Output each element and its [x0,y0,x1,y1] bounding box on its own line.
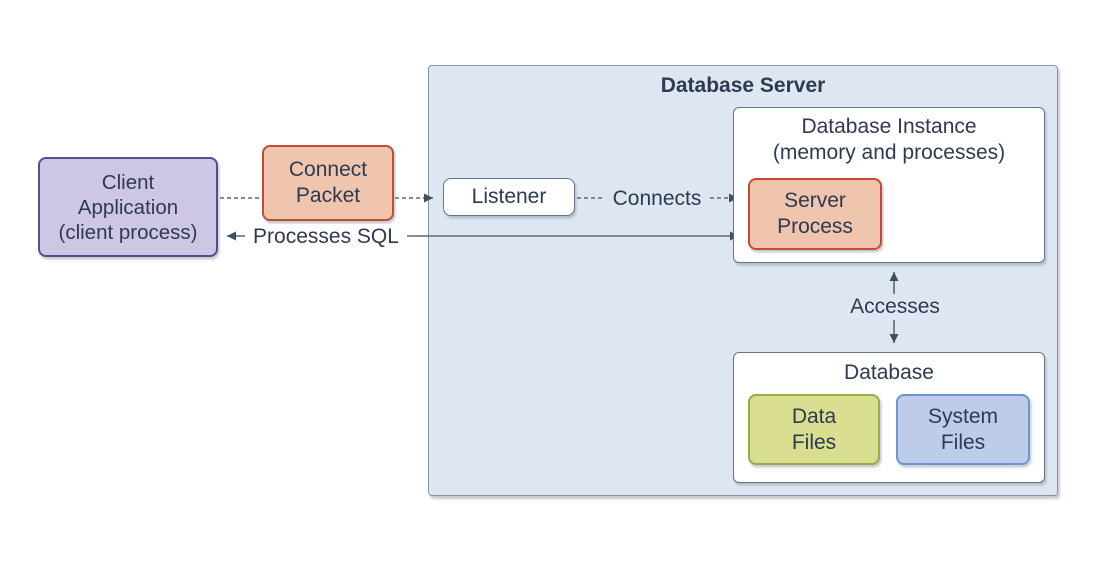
database-server-title: Database Server [660,74,826,97]
data-files-node: Data Files [748,394,880,465]
server-process-node: Server Process [748,178,882,250]
processes-sql-edge-label: Processes SQL [245,224,407,250]
database-title: Database [844,361,934,384]
connect-packet-label-line1: Connect [288,158,368,182]
system-files-label-line1: System [927,404,998,428]
database-instance-title-line1: Database Instance [801,115,977,138]
server-process-label-line1: Server [784,189,846,213]
connects-edge-label: Connects [604,186,710,212]
client-application-label-line1: Client [101,170,155,194]
database-instance-title-line2: (memory and processes) [772,140,1006,164]
server-process-label-line2: Process [777,215,853,238]
client-application-label-line3: (client process) [58,220,198,244]
listener-node: Listener [443,178,575,216]
data-files-label-line1: Data [791,404,837,428]
client-application-label-line2: Application [77,195,179,219]
system-files-label-line2: Files [940,430,986,454]
listener-label: Listener [471,185,547,209]
system-files-node: System Files [896,394,1030,465]
accesses-edge-label: Accesses [842,294,948,320]
connect-packet-label-line2: Packet [295,184,361,207]
client-application-node: Client Application (client process) [38,157,218,257]
connect-packet-node: Connect Packet [262,145,394,221]
data-files-label-line2: Files [791,430,837,454]
